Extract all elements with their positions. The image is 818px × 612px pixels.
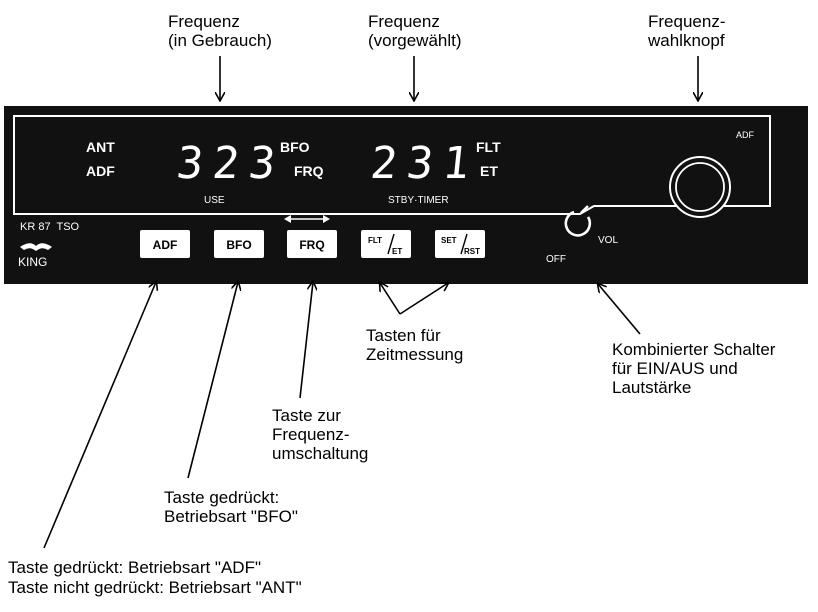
brand-label: KING (18, 255, 47, 269)
standby-frequency-display: 2 3 1 (368, 138, 472, 189)
arrow-power-volume (598, 284, 641, 335)
callout-timing-keys: Tasten für Zeitmessung (366, 326, 464, 364)
callout-freq-swap: Taste zur Frequenz- umschaltung (272, 406, 369, 463)
adf-corner-label: ADF (736, 130, 755, 140)
frq-annunciator: FRQ (294, 163, 324, 179)
active-frequency-display: 3 2 3 (174, 138, 278, 189)
king-logo: KING (18, 243, 52, 269)
callout-freq-in-use: Frequenz (in Gebrauch) (168, 12, 272, 50)
bfo-button-label: BFO (226, 238, 251, 252)
active-freq-digit: 2 (210, 138, 242, 189)
use-label: USE (204, 195, 225, 206)
set-rst-button[interactable]: SET RST (435, 230, 485, 258)
callout-bfo-key: Taste gedrückt: Betriebsart "BFO" (164, 488, 298, 526)
et-button-label: ET (392, 247, 402, 256)
standby-freq-digit: 2 (368, 138, 400, 189)
model-label: KR 87 TSO (20, 221, 80, 233)
rst-button-label: RST (464, 247, 480, 256)
stby-timer-label: STBY·TIMER (388, 195, 449, 206)
adf-button-label: ADF (153, 238, 178, 252)
arrow-bfo-key (187, 282, 238, 479)
active-freq-digit: 3 (246, 138, 278, 189)
flt-et-button[interactable]: FLT ET (361, 230, 411, 258)
mode-adf-annunciator: ADF (86, 163, 115, 179)
et-annunciator: ET (480, 163, 498, 179)
callout-power-volume: Kombinierter Schalter für EIN/AUS und La… (612, 340, 776, 397)
arrow-freq-swap (299, 282, 313, 399)
frq-button-label: FRQ (299, 238, 324, 252)
adf-button[interactable]: ADF (140, 230, 190, 258)
set-button-label: SET (441, 236, 457, 245)
vol-label: VOL (598, 235, 618, 246)
callout-freq-preselected: Frequenz (vorgewählt) (368, 12, 462, 50)
arrow-timing-flt (380, 283, 401, 315)
power-volume-knob[interactable] (564, 205, 592, 237)
bfo-button[interactable]: BFO (214, 230, 264, 258)
frequency-selector-knob[interactable] (669, 156, 731, 218)
arrow-timing-set (399, 283, 448, 315)
flt-button-label: FLT (368, 236, 382, 245)
callout-freq-knob: Frequenz- wahlknopf (648, 12, 726, 50)
standby-freq-digit: 3 (404, 138, 436, 189)
off-label: OFF (546, 254, 566, 265)
callout-adf-key-line1: Taste gedrückt: Betriebsart "ADF" (8, 558, 261, 577)
frq-button[interactable]: FRQ (287, 230, 337, 258)
flt-annunciator: FLT (476, 139, 501, 155)
bfo-annunciator: BFO (280, 139, 310, 155)
callout-adf-key-line2: Taste nicht gedrückt: Betriebsart "ANT" (8, 578, 302, 597)
active-freq-digit: 3 (174, 138, 206, 189)
standby-freq-digit: 1 (440, 138, 472, 189)
arrow-adf-key (43, 282, 156, 549)
mode-ant-annunciator: ANT (86, 139, 115, 155)
swap-arrow-icon (284, 215, 330, 223)
